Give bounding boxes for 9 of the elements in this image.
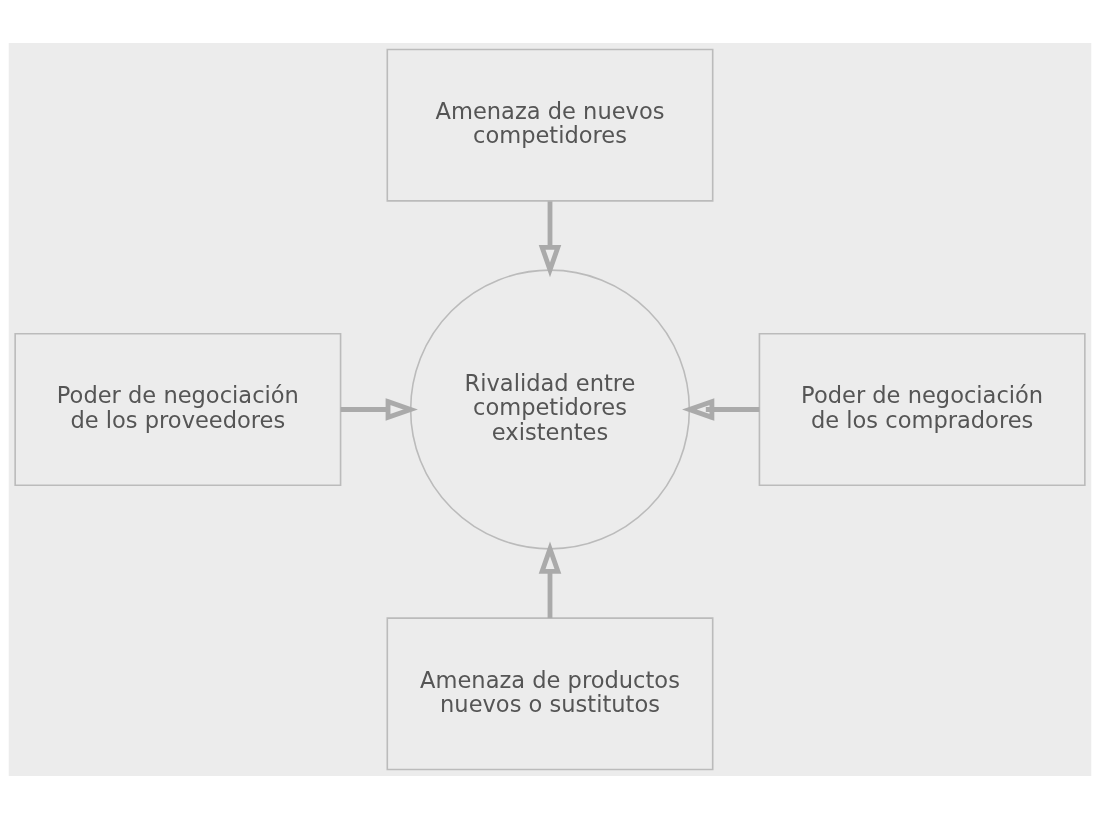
arrow <box>538 200 562 277</box>
arrow <box>682 397 760 421</box>
node-box: Poder de negociación de los proveedores <box>14 332 342 486</box>
arrow <box>538 541 562 618</box>
node-circle: Rivalidad entre competidores existentes <box>409 268 691 550</box>
node-box: Amenaza de productos nuevos o sustitutos <box>386 616 714 770</box>
node-box: Poder de negociación de los compradores <box>758 332 1086 486</box>
node-box: Amenaza de nuevos competidores <box>386 48 714 202</box>
arrow <box>340 397 418 421</box>
